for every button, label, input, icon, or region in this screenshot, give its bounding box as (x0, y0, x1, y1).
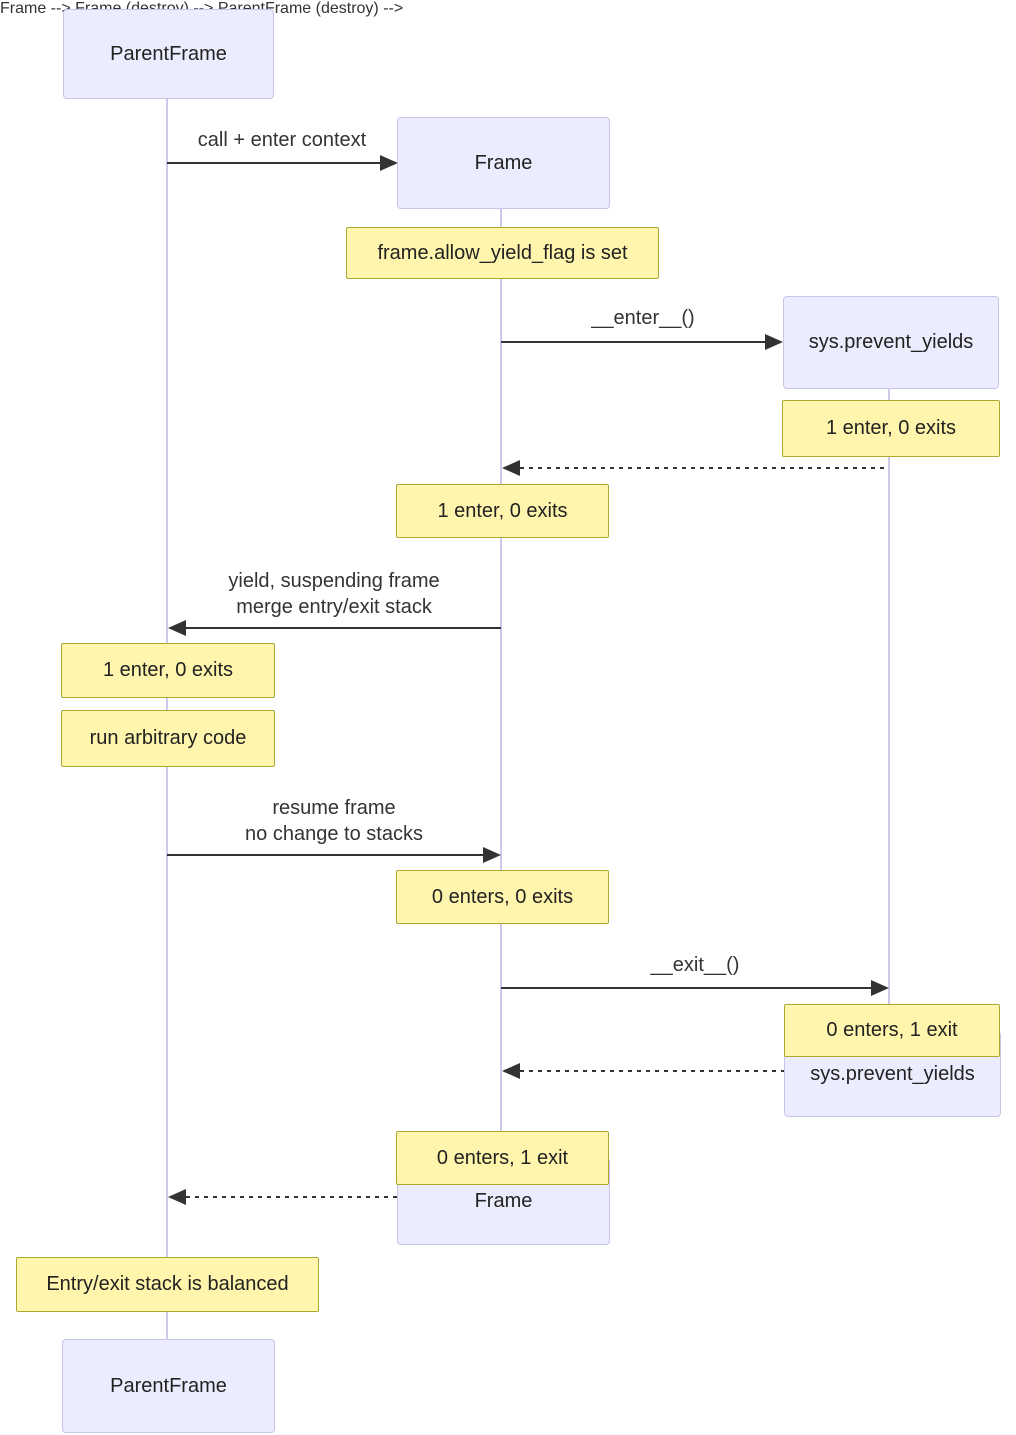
arrowhead-left-icon (168, 620, 186, 636)
note-sys-1-enter-0-exits-text: 1 enter, 0 exits (825, 417, 957, 439)
note-frame-0-enters-0-exits: 0 enters, 0 exits (396, 870, 609, 924)
actor-sys-prevent-yields-top-label: sys.prevent_yields (808, 331, 974, 353)
actor-frame-top: Frame (397, 117, 610, 209)
actor-sys-prevent-yields-top: sys.prevent_yields (783, 296, 999, 389)
message-exit-label: __exit__() (650, 954, 740, 976)
note-sys-0-enters-1-exit-text: 0 enters, 1 exit (826, 1019, 958, 1041)
lifeline-frame (500, 207, 502, 1242)
message-resume-label-line2: no change to stacks (245, 823, 423, 845)
actor-parentframe-bottom: ParentFrame (62, 1339, 275, 1433)
arrowhead-right-icon (765, 334, 783, 350)
note-run-arbitrary-code: run arbitrary code (61, 710, 275, 767)
message-enter-label: __enter__() (591, 307, 695, 329)
arrowhead-left-icon (502, 460, 520, 476)
message-exit-line (501, 987, 871, 989)
note-allow-yield-flag-text: frame.allow_yield_flag is set (377, 241, 628, 264)
lifeline-sys-prevent-yields (888, 387, 890, 1115)
message-yield-label-line2: merge entry/exit stack (236, 596, 432, 618)
arrowhead-right-icon (871, 980, 889, 996)
note-frame-0-enters-1-exit-text: 0 enters, 1 exit (436, 1146, 569, 1169)
note-frame-1-enter-0-exits-text: 1 enter, 0 exits (437, 499, 568, 522)
arrowhead-left-icon (502, 1063, 520, 1079)
message-yield-label-line1: yield, suspending frame (228, 570, 440, 592)
note-frame-0-enters-0-exits-text: 0 enters, 0 exits (431, 885, 574, 908)
message-resume-label-line1: resume frame (272, 797, 396, 819)
note-parent-1-enter-0-exits: 1 enter, 0 exits (61, 643, 275, 698)
actor-parentframe-top: ParentFrame (63, 9, 274, 99)
note-entry-exit-balanced-text: Entry/exit stack is balanced (46, 1273, 289, 1295)
actor-parentframe-top-label: ParentFrame (110, 42, 227, 65)
note-allow-yield-flag: frame.allow_yield_flag is set (346, 227, 659, 279)
note-sys-0-enters-1-exit: 0 enters, 1 exit (784, 1004, 1000, 1057)
message-call-enter-context-line (167, 162, 382, 164)
return-frame-to-parent-destroy-line (186, 1196, 501, 1198)
actor-frame-end-label: Frame (474, 1190, 533, 1212)
message-yield-line (186, 627, 501, 629)
note-run-arbitrary-code-text: run arbitrary code (89, 727, 247, 749)
note-frame-0-enters-1-exit: 0 enters, 1 exit (396, 1131, 609, 1185)
note-parent-1-enter-0-exits-text: 1 enter, 0 exits (102, 659, 234, 681)
arrowhead-right-icon (380, 155, 398, 171)
message-resume-line (167, 854, 483, 856)
note-frame-1-enter-0-exits: 1 enter, 0 exits (396, 484, 609, 538)
actor-frame-top-label: Frame (474, 151, 533, 174)
actor-sys-prevent-yields-end-label: sys.prevent_yields (810, 1062, 975, 1085)
arrowhead-left-icon (168, 1189, 186, 1205)
note-entry-exit-balanced: Entry/exit stack is balanced (16, 1257, 319, 1312)
message-call-enter-context-label: call + enter context (197, 129, 367, 151)
return-sys-to-frame-line (520, 467, 889, 469)
note-sys-1-enter-0-exits: 1 enter, 0 exits (782, 400, 1000, 457)
return-sys-to-frame-destroy-line (520, 1070, 889, 1072)
message-enter-line (501, 341, 767, 343)
arrowhead-right-icon (483, 847, 501, 863)
actor-parentframe-bottom-label: ParentFrame (110, 1374, 227, 1397)
